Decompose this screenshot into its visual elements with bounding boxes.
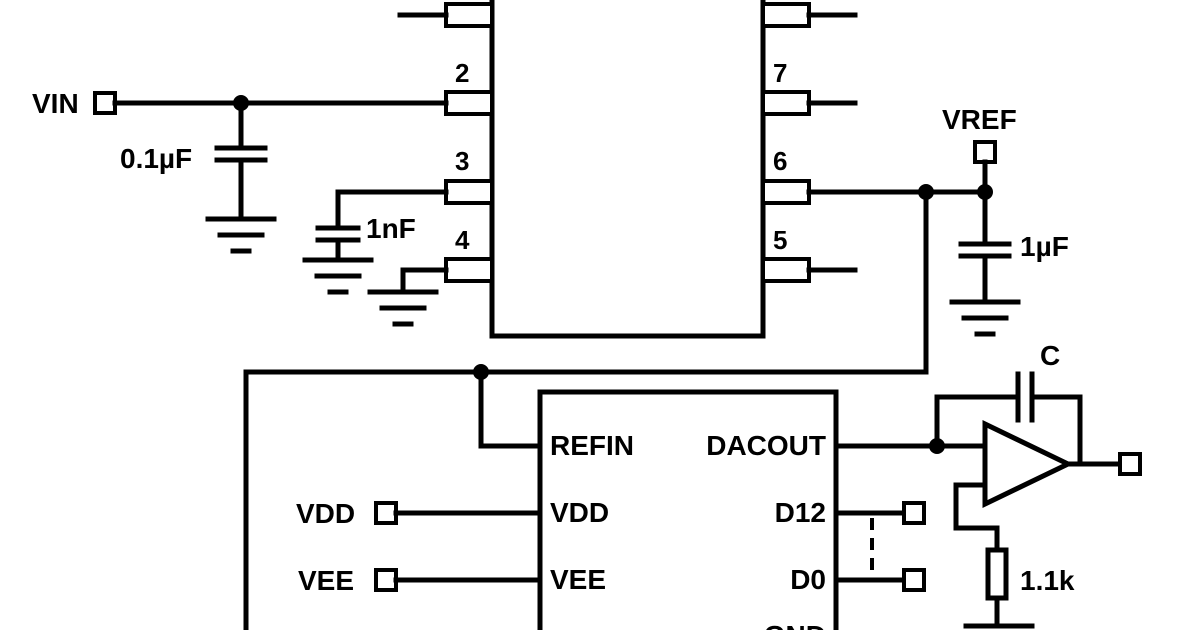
vref-output-network: VREF 1µF: [243, 104, 1069, 630]
op-amp-triangle: [982, 420, 1074, 508]
pin-number-3: 3: [455, 146, 469, 176]
c-in-value: 0.1µF: [120, 143, 192, 174]
dac-ic: REFIN VDD VEE DACOUT D12 D0 GND: [537, 389, 839, 630]
reference-ic: 2 3 4 7 6 5: [397, 0, 858, 339]
c-ref-value: 1µF: [1020, 231, 1069, 262]
ground-symbol: [205, 216, 277, 254]
resistor-body: [985, 547, 1009, 601]
pin4-ground: [367, 267, 449, 327]
ic-pin-7-tab: [761, 90, 811, 116]
pin-number-4: 4: [455, 225, 470, 255]
ic-pin-8-tab: [761, 2, 811, 28]
ic-pin-5-tab: [761, 257, 811, 283]
vref-label: VREF: [942, 104, 1017, 135]
output-amplifier: C 1.1k: [833, 340, 1142, 629]
vdd-terminal: [374, 501, 398, 525]
ground-symbol: [302, 257, 374, 295]
pin-number-2: 2: [455, 58, 469, 88]
ic-pin-6-tab: [761, 179, 811, 205]
d0-terminal: [902, 568, 926, 592]
dac-pin-gnd: GND: [764, 620, 826, 630]
dac-supplies: VDD VEE: [296, 498, 543, 596]
amp-output-terminal: [1118, 452, 1142, 476]
vee-label: VEE: [298, 565, 354, 596]
vin-terminal: [93, 91, 117, 115]
pin-number-7: 7: [773, 58, 787, 88]
c-nr-value: 1nF: [366, 213, 416, 244]
dac-pin-vdd: VDD: [550, 497, 609, 528]
vref-terminal: [973, 140, 997, 164]
vee-terminal: [374, 568, 398, 592]
ic-pin-4-tab: [444, 257, 494, 283]
pin-number-5: 5: [773, 225, 787, 255]
dac-pin-d12: D12: [775, 497, 826, 528]
noise-reduction-cap: 1nF: [302, 189, 449, 295]
dac-pin-dacout: DACOUT: [706, 430, 826, 461]
ground-symbol: [367, 289, 439, 327]
dac-pin-refin: REFIN: [550, 430, 634, 461]
dac-pin-vee: VEE: [550, 564, 606, 595]
d12-terminal: [902, 501, 926, 525]
ground-symbol: [949, 299, 1021, 337]
ic-pin-1-tab: [444, 2, 494, 28]
ic-pin-3-tab: [444, 179, 494, 205]
ic-pin-2-tab: [444, 90, 494, 116]
vdd-label: VDD: [296, 498, 355, 529]
c-fb-label: C: [1040, 340, 1060, 371]
pin-number-6: 6: [773, 146, 787, 176]
digital-inputs: [833, 501, 926, 592]
vin-input-network: VIN 0.1µF: [32, 88, 449, 254]
r-load-value: 1.1k: [1020, 565, 1075, 596]
dac-pin-d0: D0: [790, 564, 826, 595]
vin-label: VIN: [32, 88, 79, 119]
